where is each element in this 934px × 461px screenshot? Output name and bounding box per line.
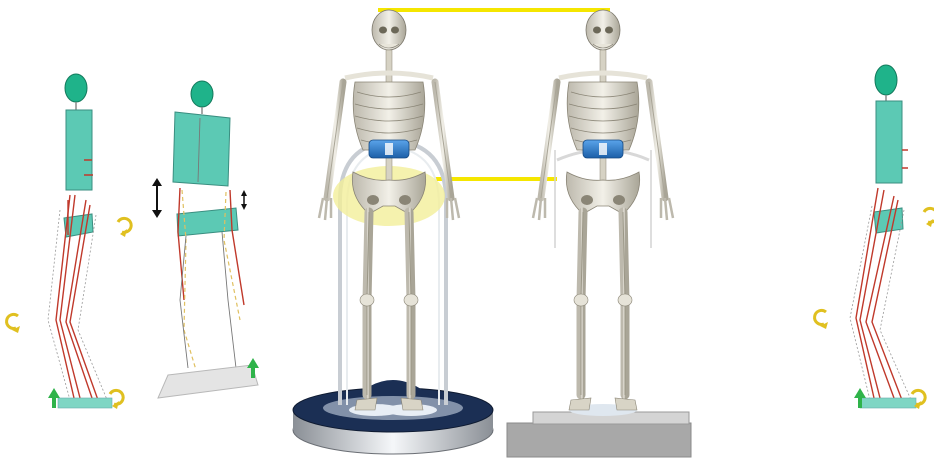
curved-arrow-icon	[815, 310, 828, 329]
stick-figure-side-right	[800, 0, 934, 461]
leg-muscle-lines	[56, 160, 98, 400]
skeleton-right	[533, 10, 673, 410]
curved-arrow-icon	[7, 314, 20, 333]
figure-head	[65, 74, 87, 102]
curved-arrow-icon	[118, 218, 131, 237]
figure-head	[875, 65, 897, 95]
double-arrow-icon	[152, 178, 162, 218]
figure-pelvis	[177, 208, 238, 236]
double-arrow-icon	[241, 190, 247, 210]
figure-torso	[876, 101, 902, 183]
figure-torso	[66, 110, 92, 190]
curved-arrow-icon	[924, 208, 934, 227]
skeleton-scene	[275, 0, 735, 461]
figure-head	[191, 81, 213, 107]
ground-plate	[158, 365, 258, 398]
figure-torso	[173, 112, 230, 186]
stick-figure-front	[140, 0, 275, 461]
stick-figure-side-left	[0, 0, 140, 461]
